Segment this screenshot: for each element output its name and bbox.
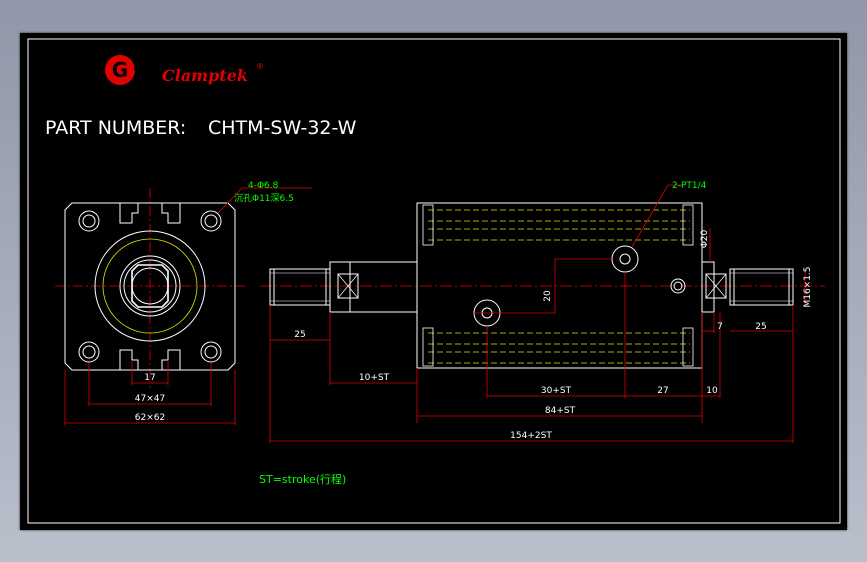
frame-border — [27, 38, 841, 524]
dim-rod-right-shoulder: 7 — [717, 322, 723, 332]
registered-mark: ® — [256, 62, 264, 71]
dim-end-cap: 10 — [706, 386, 718, 396]
side-view — [260, 202, 825, 369]
part-number-value: CHTM-SW-32-W — [208, 117, 357, 139]
dim-port-end: 27 — [657, 386, 668, 396]
dim-body-length: 84+ST — [545, 406, 576, 416]
drawing-canvas: G Clamptek ® PART NUMBER: CHTM-SW-32-W — [20, 33, 847, 530]
brand-name: Clamptek — [162, 66, 248, 85]
dim-front-slot: 17 — [144, 373, 155, 383]
dim-port-vertical: 20 — [543, 290, 553, 302]
dim-overall-length: 154+2ST — [510, 431, 552, 441]
part-number-label: PART NUMBER: — [45, 117, 186, 139]
brand-logo: G Clamptek ® — [105, 55, 264, 85]
logo-letter: G — [112, 58, 128, 82]
dim-thread: M16×1.5 — [803, 266, 813, 307]
dim-port-spacing: 30+ST — [541, 386, 572, 396]
note-holes: 4-Φ6.8 — [248, 181, 279, 191]
dim-front-pitch: 47×47 — [135, 394, 165, 404]
stroke-note: ST=stroke(行程) — [259, 473, 346, 486]
logo-mark — [105, 55, 135, 85]
note-ports: 2-PT1/4 — [672, 181, 707, 191]
cad-drawing: G Clamptek ® PART NUMBER: CHTM-SW-32-W — [27, 38, 841, 524]
dim-side-height: Φ20 — [700, 229, 710, 248]
dim-rod-left: 25 — [294, 330, 305, 340]
front-view-dimensions — [64, 187, 312, 425]
dim-rod-left-shoulder: 10+ST — [359, 373, 390, 383]
front-view — [55, 188, 245, 388]
dim-rod-right: 25 — [755, 322, 766, 332]
note-counterbore: 沉孔Φ11深6.5 — [234, 193, 294, 204]
side-view-dimensions — [269, 184, 806, 443]
dim-front-size: 62×62 — [135, 413, 165, 423]
